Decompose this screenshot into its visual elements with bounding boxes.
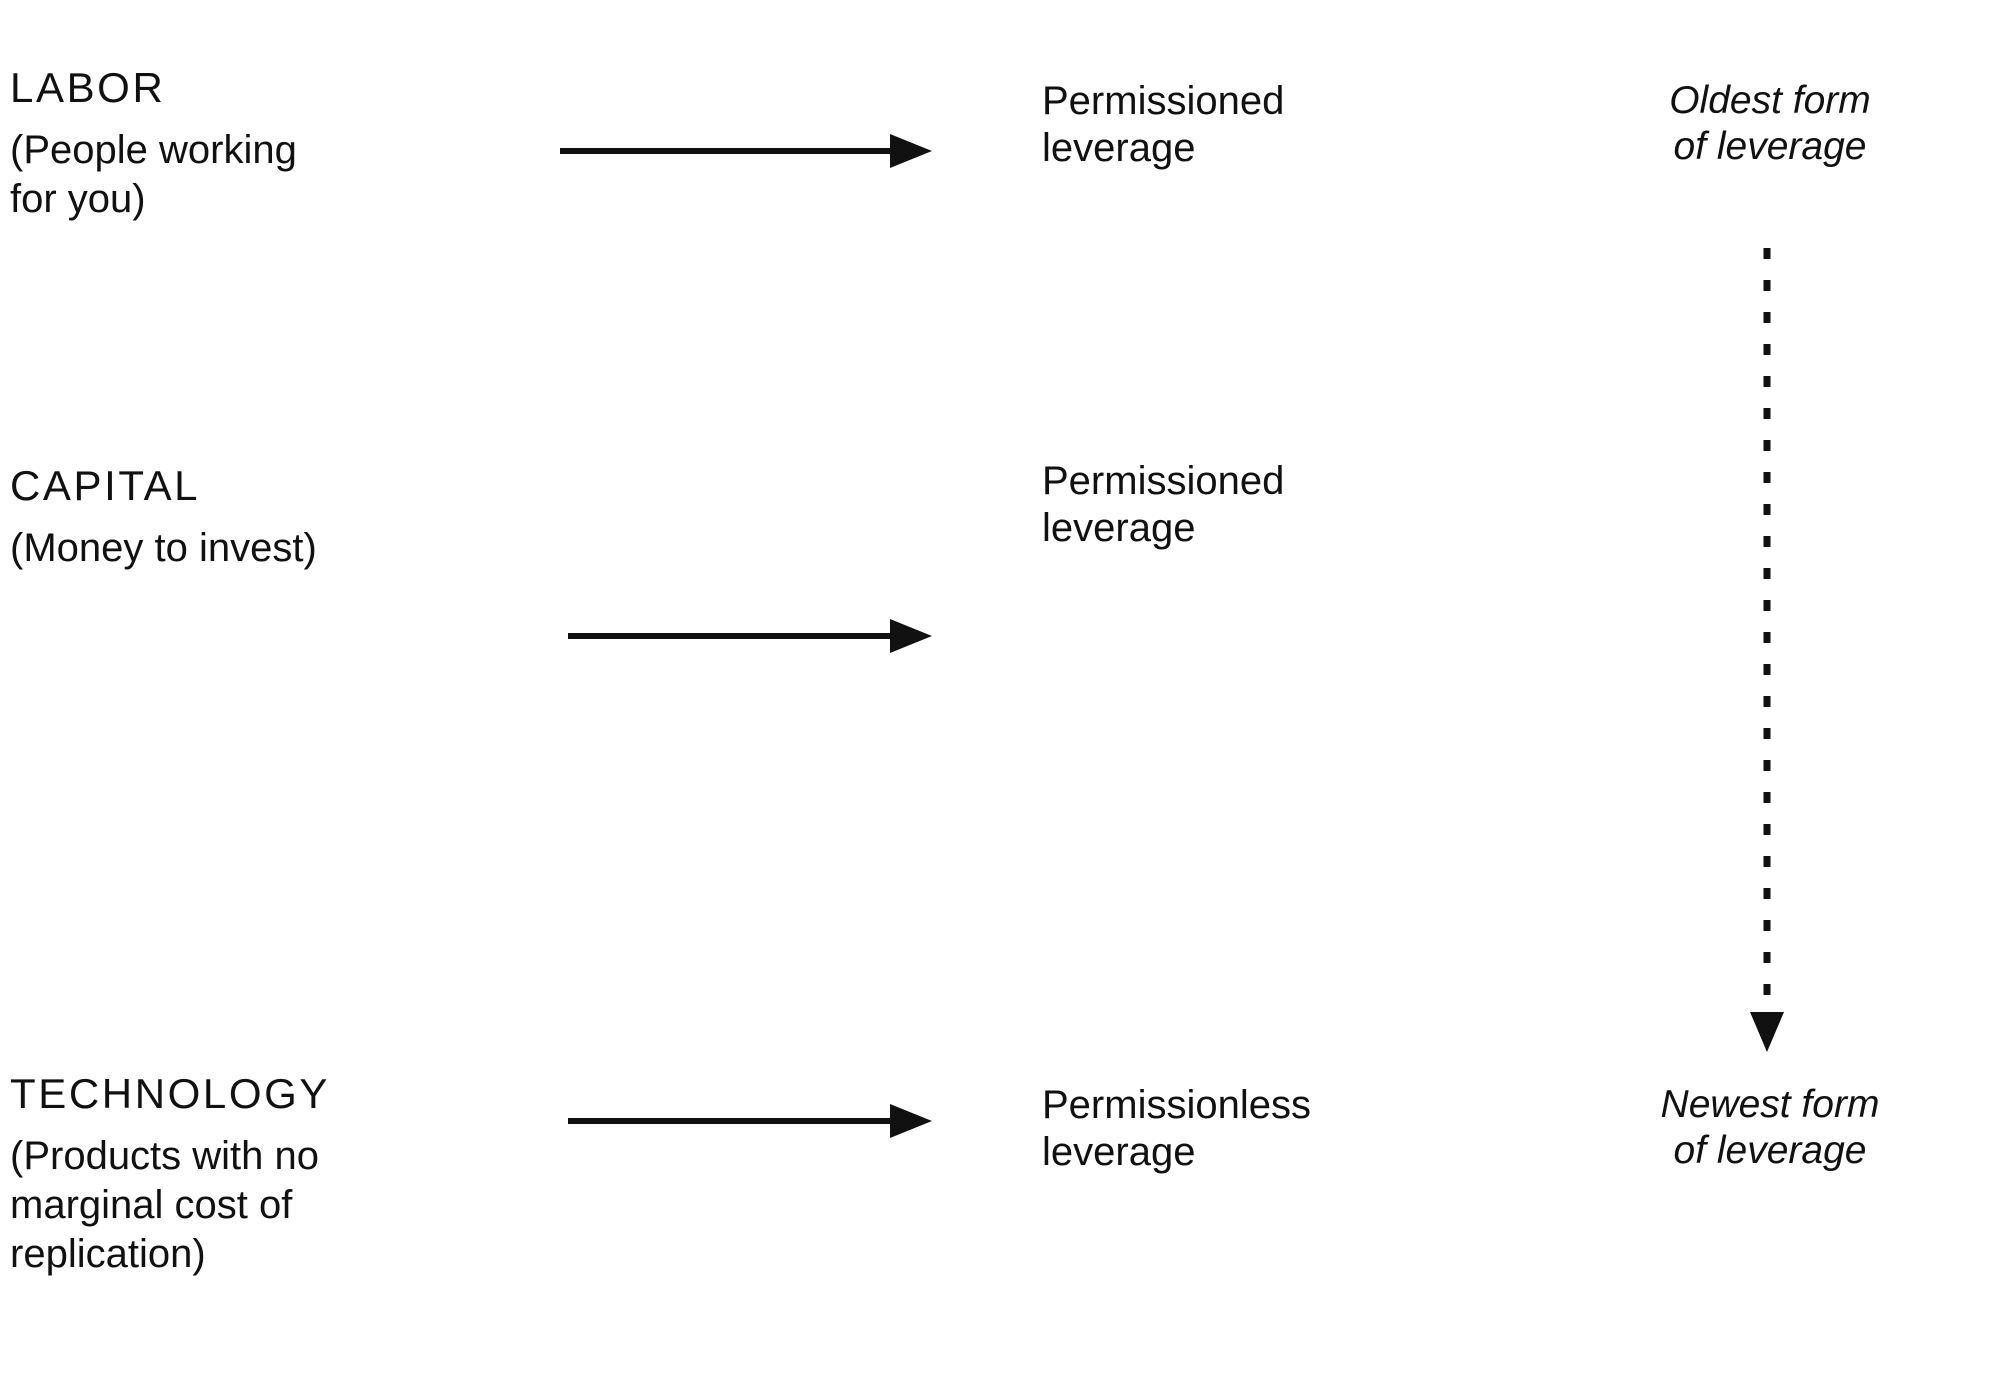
type-description-technology: (Products with no marginal cost of repli… bbox=[10, 1132, 530, 1278]
type-description-line: for you) bbox=[10, 176, 146, 221]
leverage-kind-technology: Permissionless leverage bbox=[1042, 1082, 1462, 1176]
type-description-line: marginal cost of bbox=[10, 1182, 293, 1227]
leverage-age-oldest: Oldest form of leverage bbox=[1590, 78, 1950, 170]
down-arrow-dashed-icon bbox=[1750, 248, 1784, 1052]
leverage-age-line: of leverage bbox=[1673, 1129, 1867, 1173]
leverage-age-newest: Newest form of leverage bbox=[1590, 1082, 1950, 1174]
type-title-labor: LABOR bbox=[10, 64, 166, 111]
type-title-capital: CAPITAL bbox=[10, 462, 201, 509]
leverage-kind-line: Permissioned bbox=[1042, 79, 1285, 123]
right-arrow-icon bbox=[568, 1104, 932, 1138]
type-description-line: (People working bbox=[10, 128, 297, 173]
right-arrow-icon bbox=[568, 619, 932, 653]
right-arrow-icon bbox=[560, 134, 932, 168]
leverage-age-line: of leverage bbox=[1673, 125, 1867, 169]
type-title-technology: TECHNOLOGY bbox=[10, 1070, 331, 1117]
timeline-dashed-arrow bbox=[1735, 240, 1805, 1060]
leverage-type-labor: LABOR (People working for you) bbox=[10, 64, 530, 224]
type-description-labor: (People working for you) bbox=[10, 126, 530, 224]
leverage-kind-line: Permissioned bbox=[1042, 459, 1285, 503]
leverage-kind-line: leverage bbox=[1042, 126, 1196, 171]
leverage-kind-line: leverage bbox=[1042, 506, 1196, 551]
leverage-age-line: Oldest form bbox=[1669, 79, 1871, 122]
type-description-line: (Products with no bbox=[10, 1134, 320, 1179]
leverage-kind-capital: Permissioned leverage bbox=[1042, 458, 1462, 552]
leverage-type-capital: CAPITAL (Money to invest) bbox=[10, 462, 530, 573]
leverage-type-technology: TECHNOLOGY (Products with no marginal co… bbox=[10, 1070, 530, 1278]
arrow-labor-to-permissioned bbox=[560, 129, 940, 173]
leverage-kind-line: leverage bbox=[1042, 1130, 1196, 1175]
leverage-kind-line: Permissionless bbox=[1042, 1083, 1311, 1127]
type-description-capital: (Money to invest) bbox=[10, 524, 530, 573]
arrow-capital-to-permissioned bbox=[568, 614, 948, 658]
type-description-line: replication) bbox=[10, 1231, 206, 1276]
type-description-line: (Money to invest) bbox=[10, 526, 317, 571]
arrow-technology-to-permissionless bbox=[568, 1099, 948, 1143]
leverage-kind-labor: Permissioned leverage bbox=[1042, 78, 1462, 172]
leverage-age-line: Newest form bbox=[1660, 1083, 1880, 1126]
